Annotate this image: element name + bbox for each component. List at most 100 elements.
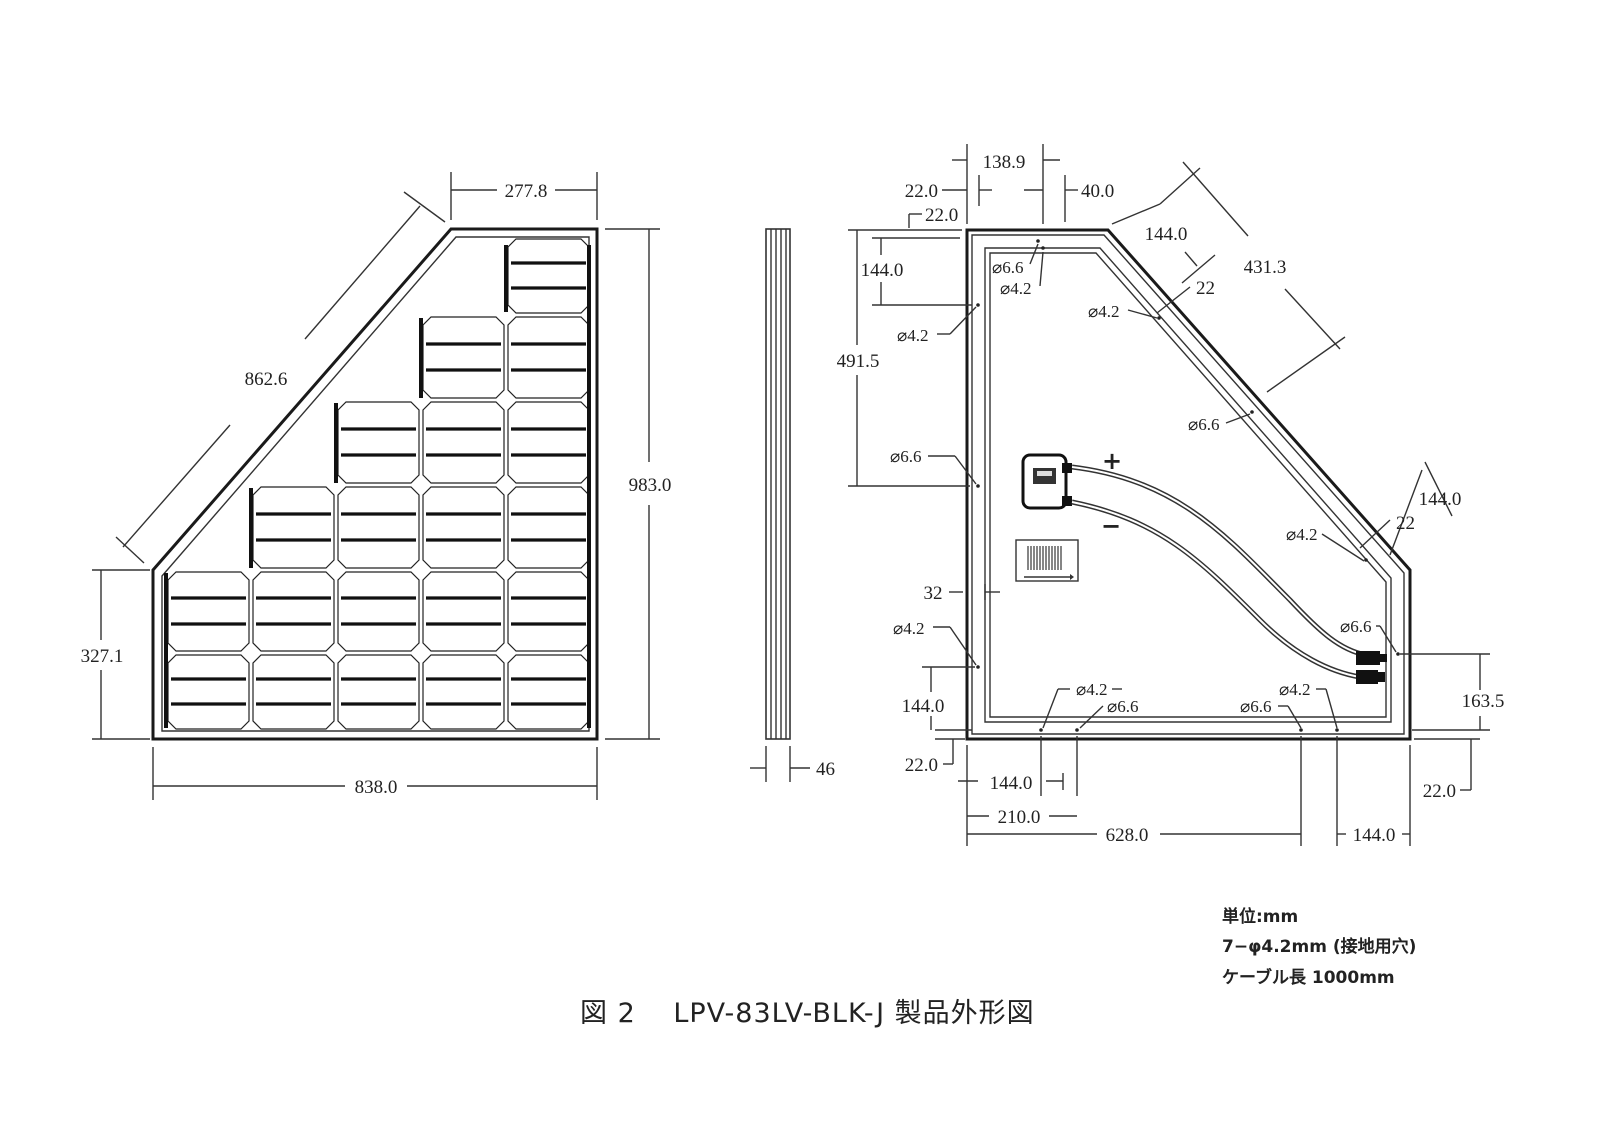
dim-22-diag-a: 22 xyxy=(1156,278,1215,314)
dim-left-height: 327.1 xyxy=(81,569,150,740)
hole-marker xyxy=(1157,316,1161,320)
dim-label-thickness: 46 xyxy=(816,759,835,780)
dim-label-22-diag-a: 22 xyxy=(1196,278,1215,299)
side-profile xyxy=(765,228,791,740)
hole-marker xyxy=(1299,728,1303,732)
minus-sign: − xyxy=(1101,512,1121,540)
hole-label-left-4-2-b: ⌀4.2 xyxy=(893,619,925,638)
dim-label-491-5: 491.5 xyxy=(837,351,880,372)
hole-label-diag-4-2-a: ⌀4.2 xyxy=(1088,302,1120,321)
junction-box xyxy=(1021,453,1072,510)
solar-cell xyxy=(422,401,505,484)
note-cable: ケーブル長 1000mm xyxy=(1222,967,1395,988)
side-view: 46 xyxy=(750,228,835,782)
dim-491-5: 491.5 xyxy=(837,229,970,487)
note-unit: 単位:mm xyxy=(1222,906,1298,927)
hole-label-left-4-2-a: ⌀4.2 xyxy=(897,326,929,345)
solar-cell-grid xyxy=(164,238,591,730)
solar-cell xyxy=(507,654,590,730)
solar-cell xyxy=(507,238,590,314)
dim-height: 983.0 xyxy=(605,228,672,740)
solar-cell xyxy=(422,654,505,730)
dim-40-0: 40.0 xyxy=(1024,175,1114,222)
dim-144-0-bottom: 144.0 xyxy=(958,736,1078,796)
dim-144-0-diag: 144.0 xyxy=(1111,203,1216,284)
dim-163-5: 163.5 xyxy=(1400,653,1505,731)
solar-cell xyxy=(252,571,335,652)
solar-cell xyxy=(167,654,250,730)
label-plate xyxy=(1015,539,1079,582)
dim-210-0: 210.0 xyxy=(966,745,1077,846)
hole-marker xyxy=(976,484,980,488)
dim-label-diagonal: 862.6 xyxy=(245,369,288,390)
solar-cell xyxy=(252,486,335,569)
dim-label-138-9: 138.9 xyxy=(983,152,1026,173)
dim-top-width: 277.8 xyxy=(450,172,598,220)
dim-144-0-top-left: 144.0 xyxy=(861,237,972,306)
figure-caption: 図 2 LPV-83LV-BLK-J 製品外形図 xyxy=(580,998,1035,1029)
hole-label-bottom-4-2-a: ⌀4.2 xyxy=(1076,680,1108,699)
positive-cable-core xyxy=(1071,466,1367,656)
dim-22-0-upper-left: 22.0 xyxy=(908,205,958,228)
dim-label-bottom-width: 838.0 xyxy=(355,777,398,798)
dim-label-22-diag-b: 22 xyxy=(1396,513,1415,534)
hole-label-right-6-6: ⌀6.6 xyxy=(1340,617,1372,636)
negative-cable-core xyxy=(1071,501,1361,678)
dim-628-0: 628.0 xyxy=(967,736,1302,846)
dim-label-left-height: 327.1 xyxy=(81,646,124,667)
dim-144-0-right: 144.0 xyxy=(1389,461,1462,556)
dim-bottom-width: 838.0 xyxy=(152,747,598,800)
dim-label-144-0-bottom-right: 144.0 xyxy=(1353,825,1396,846)
solar-cell xyxy=(337,654,420,730)
dim-label-144-0-diag: 144.0 xyxy=(1145,224,1188,245)
front-view: 277.8 862.6 983.0 327.1 xyxy=(81,172,672,800)
solar-cell xyxy=(507,486,590,569)
hole-marker xyxy=(1036,239,1040,243)
hole-label-bottom-6-6-a: ⌀6.6 xyxy=(1107,697,1139,716)
solar-cell xyxy=(422,316,505,399)
hole-label-diag-4-2-b: ⌀4.2 xyxy=(1286,525,1318,544)
back-panel-frame-inner-3 xyxy=(989,252,1387,718)
mounting-holes xyxy=(976,239,1400,732)
dim-label-top-width: 277.8 xyxy=(505,181,548,202)
dim-144-0-left-bottom: 144.0 xyxy=(902,666,975,730)
dim-431-3: 431.3 xyxy=(1159,161,1346,393)
hole-marker xyxy=(1041,246,1045,250)
solar-cell xyxy=(337,401,420,484)
dim-diagonal: 862.6 xyxy=(115,191,446,564)
dim-label-144-0-right: 144.0 xyxy=(1419,489,1462,510)
dim-138-9: 138.9 xyxy=(952,144,1060,224)
dim-label-431-3: 431.3 xyxy=(1244,257,1287,278)
dim-label-40-0: 40.0 xyxy=(1081,181,1114,202)
dim-label-22-0-left-bottom: 22.0 xyxy=(905,755,938,776)
dim-label-163-5: 163.5 xyxy=(1462,691,1505,712)
hole-marker xyxy=(1335,728,1339,732)
dim-label-144-0-top-left: 144.0 xyxy=(861,260,904,281)
dim-32: 32 xyxy=(924,583,1000,604)
dim-label-32: 32 xyxy=(924,583,943,604)
hole-label-bottom-6-6-b: ⌀6.6 xyxy=(1240,697,1272,716)
dim-label-22-0-upper-left: 22.0 xyxy=(925,205,958,226)
dim-thickness: 46 xyxy=(750,746,835,782)
dim-22-0-top: 22.0 xyxy=(905,175,992,206)
hole-label-diag-6-6: ⌀6.6 xyxy=(1188,415,1220,434)
dim-label-22-0-top: 22.0 xyxy=(905,181,938,202)
dim-label-628-0: 628.0 xyxy=(1106,825,1149,846)
cable-connectors xyxy=(1356,651,1387,684)
back-panel-frame-inner-2 xyxy=(984,247,1392,723)
hole-label-top-6-6: ⌀6.6 xyxy=(992,258,1024,277)
back-view: + − xyxy=(837,144,1505,846)
solar-cell xyxy=(422,486,505,569)
dim-label-height: 983.0 xyxy=(629,475,672,496)
front-panel-inner-frame xyxy=(161,236,590,732)
hole-marker xyxy=(1075,728,1079,732)
solar-cell xyxy=(507,316,590,399)
dim-label-144-0-bottom: 144.0 xyxy=(990,773,1033,794)
plus-sign: + xyxy=(1102,447,1122,475)
solar-cell xyxy=(422,571,505,652)
solar-cell xyxy=(507,401,590,484)
front-panel-frame xyxy=(151,227,599,741)
dim-22-0-left-bottom: 22.0 xyxy=(905,729,972,776)
hole-label-left-6-6: ⌀6.6 xyxy=(890,447,922,466)
hole-callouts: ⌀6.6 ⌀4.2 ⌀4.2 ⌀4.2 ⌀6.6 ⌀6.6 ⌀4.2 ⌀6.6 … xyxy=(890,243,1397,729)
